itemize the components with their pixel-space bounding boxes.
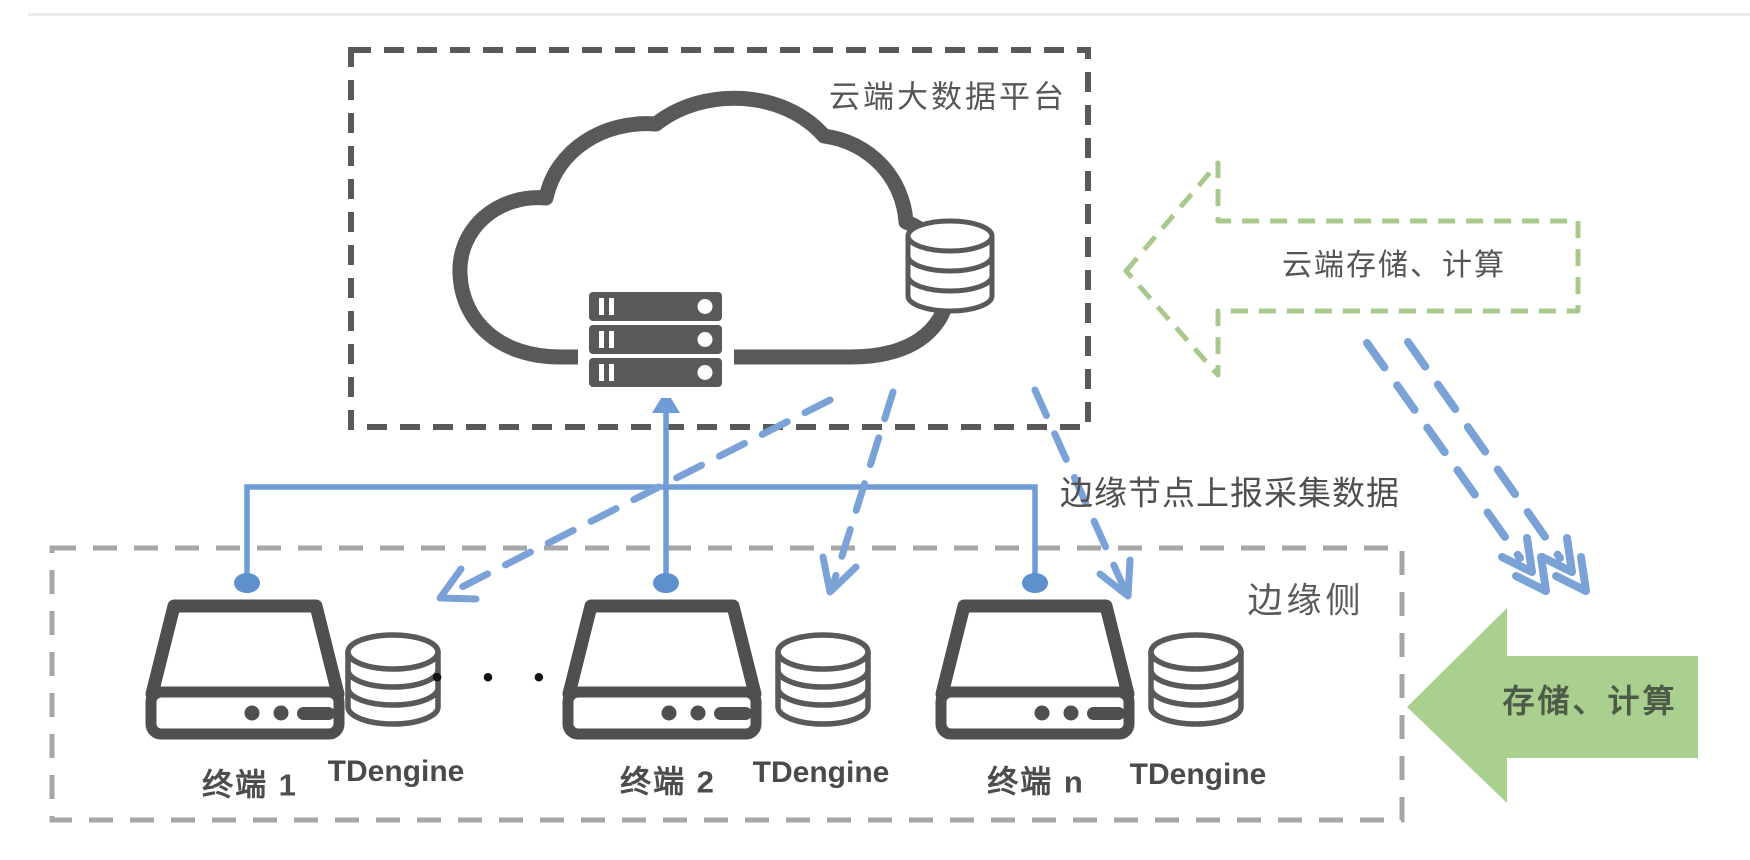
- terminal-2-label: 终端 2: [620, 764, 716, 800]
- double-chevron-icon: [1498, 534, 1536, 576]
- dashed-arrow-line: [1031, 386, 1129, 594]
- connector-dot: [1022, 573, 1048, 593]
- arrowhead-icon: [1096, 556, 1134, 600]
- arrowhead-icon: [436, 565, 480, 603]
- terminal-device-icon: [562, 599, 762, 740]
- upload-arrowhead-icon: [652, 390, 680, 413]
- dashed-arrow-line: [829, 388, 897, 589]
- top-hairline: [28, 13, 1750, 16]
- double-chevron-icon: [1538, 534, 1576, 576]
- bus-annotation: 边缘节点上报采集数据: [1060, 474, 1400, 512]
- terminal-n-label: 终端 n: [987, 764, 1085, 800]
- arrowhead-icon: [819, 553, 860, 596]
- terminal-device-icon: [935, 599, 1135, 740]
- edge-terminals: [145, 599, 1244, 740]
- dashed-arrow-line: [1404, 338, 1564, 562]
- dashed-arrow-line: [448, 396, 834, 596]
- tdengine-label-2: TDengine: [752, 756, 890, 789]
- edge-side-box: [49, 545, 1405, 823]
- edge-side-title: 边缘侧: [1247, 581, 1365, 621]
- cloud-to-edge-dashed-arrows: [436, 386, 1134, 603]
- terminal-device-icon: [145, 599, 345, 740]
- cloud-storage-arrow-label: 云端存储、计算: [1282, 249, 1506, 282]
- report-bus-lines: [244, 410, 1038, 574]
- cloud-platform-box: [348, 47, 1091, 430]
- server-rack-icon: [589, 292, 722, 387]
- connector-dot: [234, 573, 260, 593]
- edge-storage-arrow-label: 存储、计算: [1502, 683, 1678, 719]
- terminal-1-label: 终端 1: [202, 767, 298, 803]
- bus-polyline: [244, 484, 1038, 574]
- database-icon: [775, 632, 871, 727]
- left-arrow-solid-shape: [1407, 608, 1698, 803]
- cloud-to-storage-dashed-arrows: [1363, 338, 1590, 595]
- left-arrow-dashed-shape: [1123, 160, 1581, 378]
- database-icon: [905, 218, 995, 314]
- bus-connector-dots: [234, 573, 1048, 593]
- tdengine-label-1: TDengine: [327, 755, 465, 788]
- double-chevron-icon: [1512, 553, 1550, 595]
- tdengine-label-n: TDengine: [1129, 758, 1267, 791]
- database-icon: [1148, 632, 1244, 727]
- double-chevron-icon: [1552, 553, 1590, 595]
- ellipsis-dots: • • •: [431, 661, 561, 694]
- database-icon: [345, 632, 441, 727]
- connector-dot: [653, 573, 679, 593]
- cloud-platform-title: 云端大数据平台: [829, 79, 1067, 115]
- dashed-arrow-line: [1363, 339, 1524, 562]
